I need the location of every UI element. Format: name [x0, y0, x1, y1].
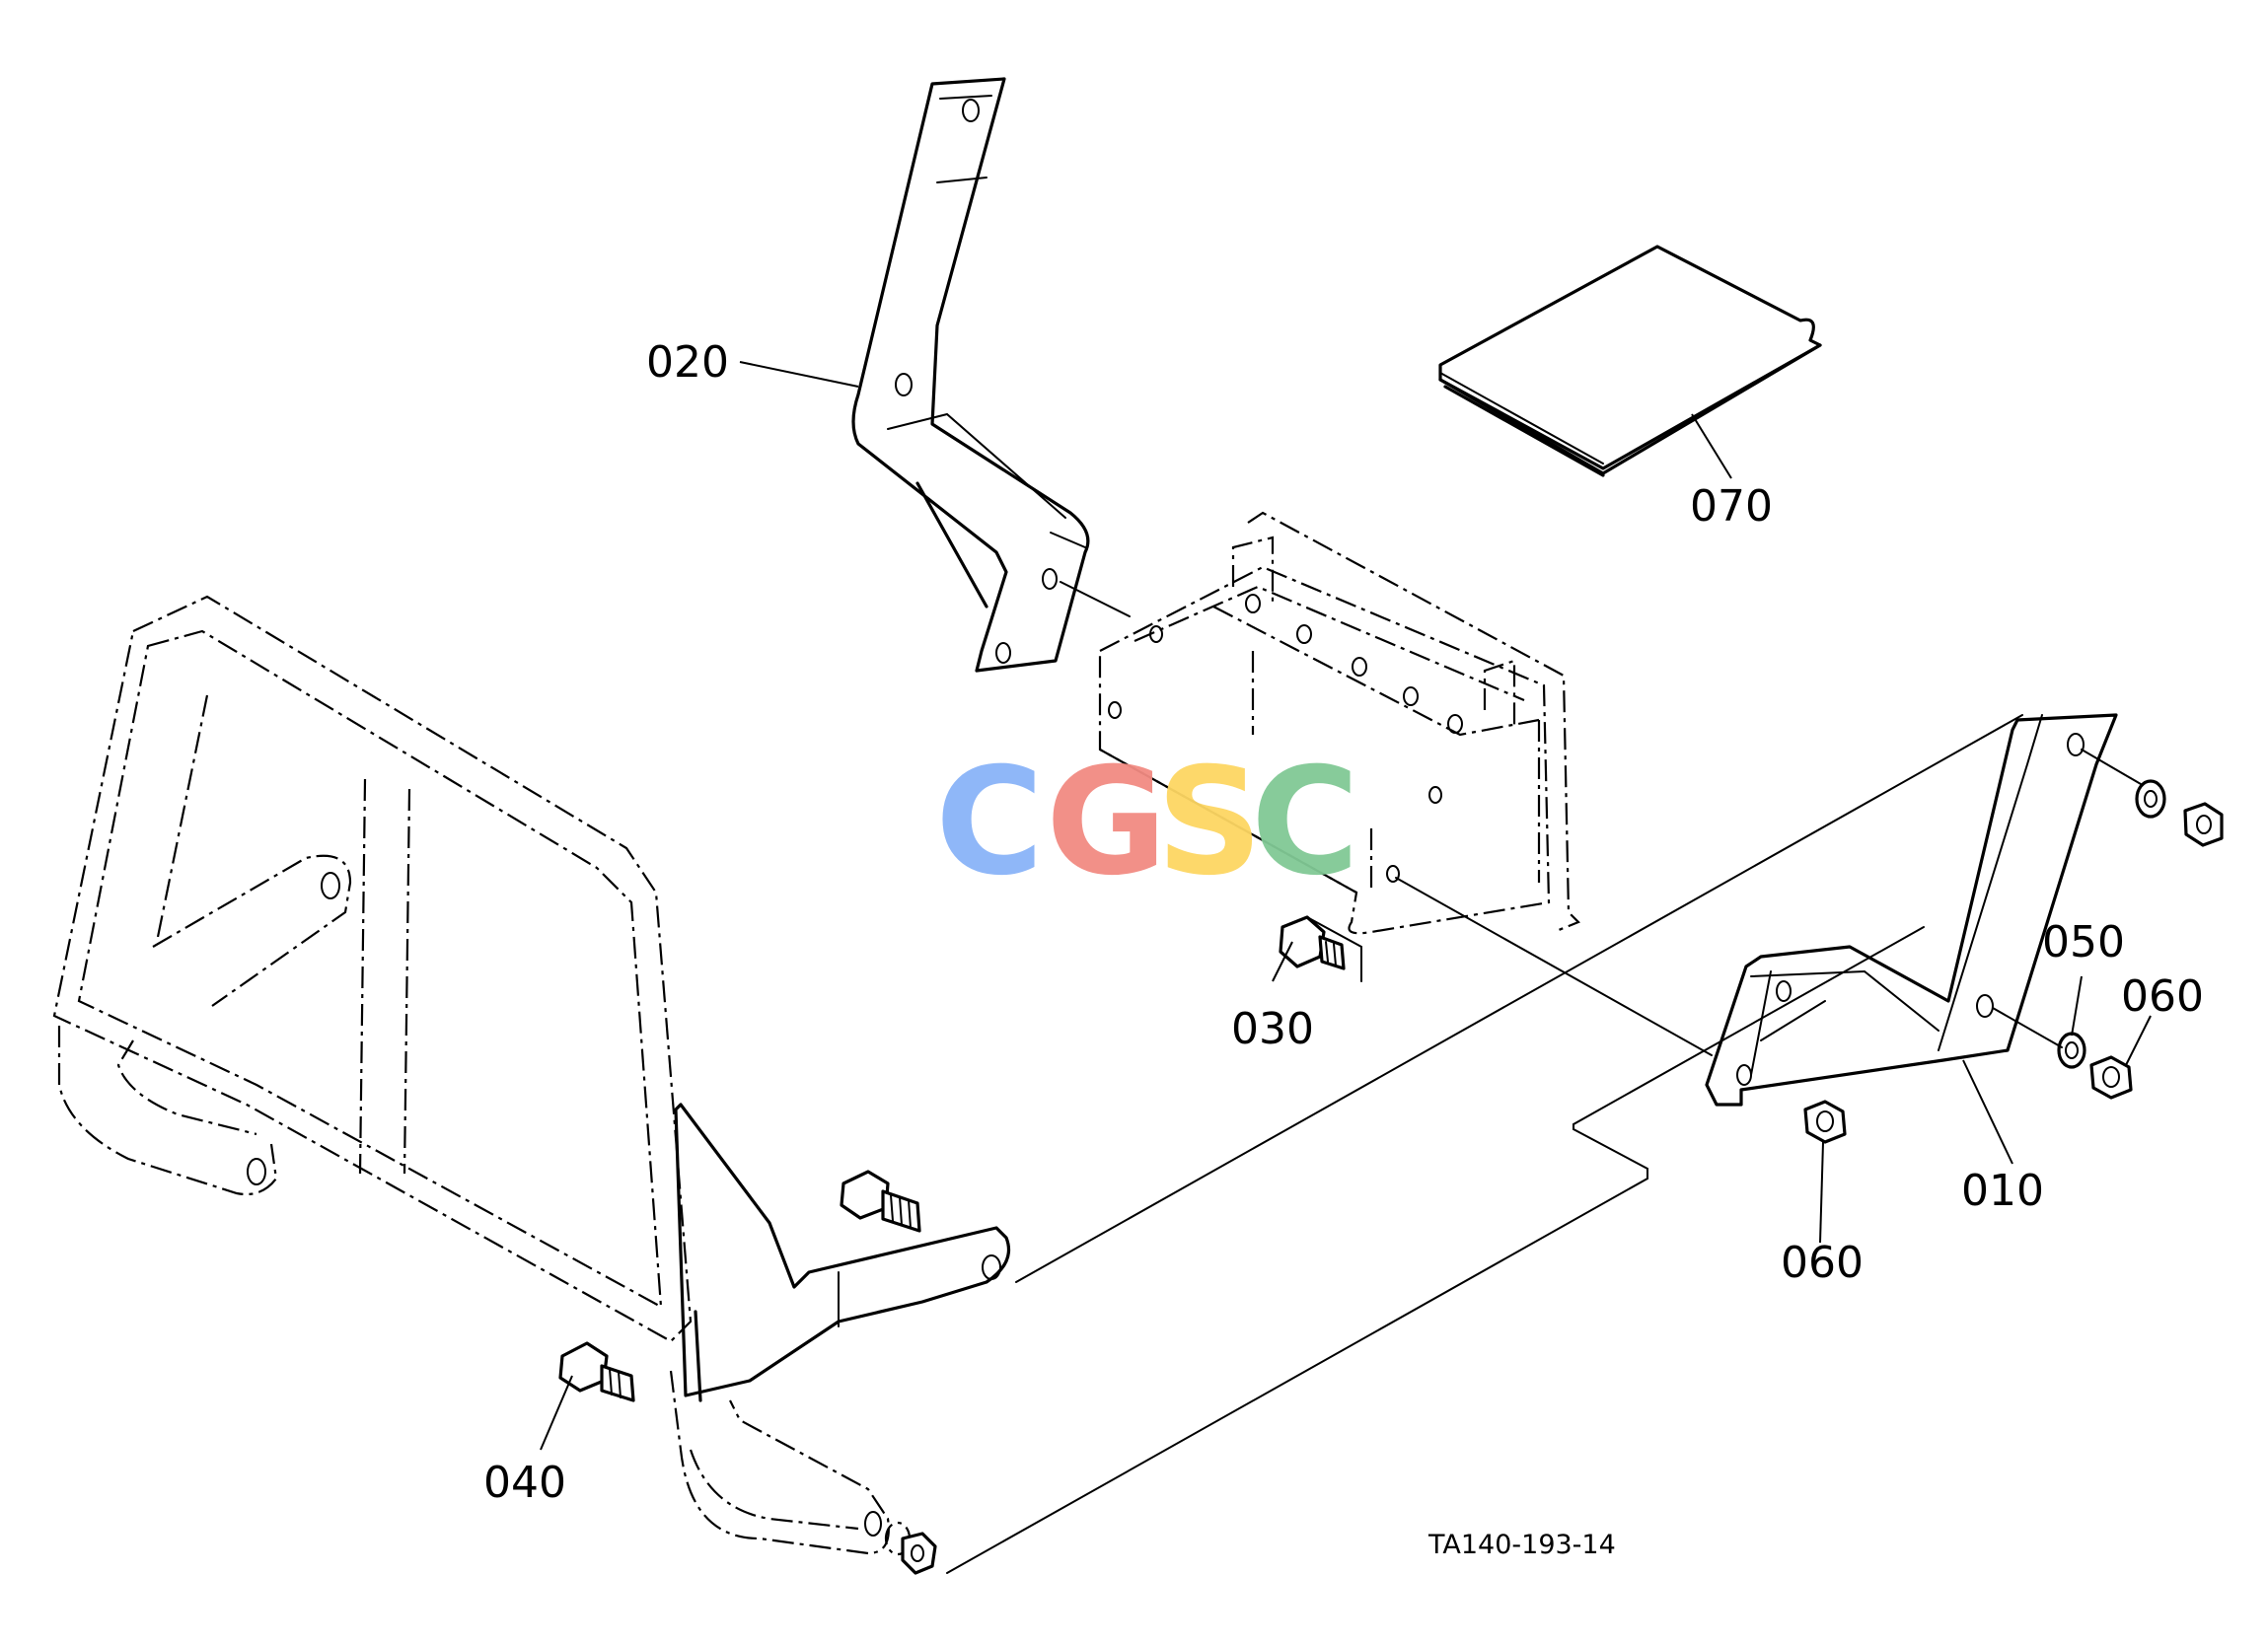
callout-050: 050: [2042, 917, 2125, 967]
callout-070: 070: [1690, 481, 1773, 532]
mat-070: [1438, 245, 1822, 477]
bracket-020: [851, 77, 1090, 673]
callout-020: 020: [646, 337, 729, 388]
watermark-letter-4: C: [1251, 737, 1359, 908]
washer-bottom: [884, 1521, 937, 1575]
front-guard-frame: [52, 595, 890, 1555]
watermark-letter-2: G: [1046, 737, 1167, 908]
watermark-logo: C G S C: [935, 737, 1359, 908]
callout-060-right: 060: [2121, 971, 2204, 1022]
lower-bracket-arm: [674, 1103, 1011, 1402]
callout-010: 010: [1961, 1166, 2044, 1216]
bracket-010: [1705, 713, 2118, 1107]
nut-060-lower: [1803, 1100, 1847, 1144]
watermark-letter-3: S: [1156, 737, 1263, 908]
watermark-letter-1: C: [935, 737, 1044, 908]
callout-labels: 020 070 030 050 060 010 060 040: [483, 337, 2204, 1508]
washer-top-right: [2135, 779, 2166, 819]
callout-030: 030: [1231, 1004, 1314, 1054]
drawing-code: TA140-193-14: [1427, 1530, 1616, 1560]
callout-060-lower: 060: [1781, 1238, 1864, 1288]
nut-top-right: [2183, 802, 2224, 847]
leader-lines: [540, 361, 2152, 1451]
nut-060-right: [2089, 1055, 2133, 1100]
bolt-upper-frame: [840, 1170, 921, 1233]
battery-tray: [1098, 511, 1580, 935]
callout-040: 040: [483, 1458, 566, 1508]
washer-050: [2057, 1032, 2086, 1069]
bolt-040: [558, 1341, 635, 1402]
bolt-030: [1279, 915, 1346, 970]
assembly-lines: [946, 581, 2142, 1574]
